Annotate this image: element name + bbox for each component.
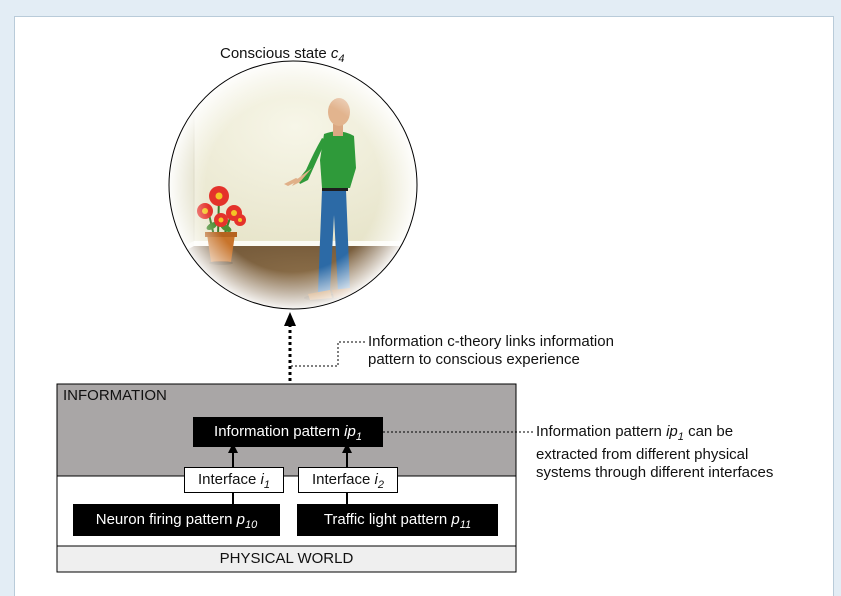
theory-note: Information c-theory links information p… [368, 333, 614, 368]
information-pattern-box: Information pattern ip1 [193, 417, 383, 447]
interface-2-box: Interface i2 [298, 467, 398, 493]
interface-1-box: Interface i1 [184, 467, 284, 493]
theory-note-leader [291, 341, 366, 367]
neuron-firing-pattern-box: Neuron firing pattern p10 [73, 504, 280, 536]
conscious-state-title: Conscious state c4 [220, 45, 345, 65]
information-layer-label: INFORMATION [63, 387, 167, 404]
physical-layer-label: PHYSICAL WORLD [219, 550, 354, 567]
information-pattern-note: Information pattern ip1 can be extracted… [536, 423, 774, 481]
conscious-state-circle [168, 60, 418, 310]
physical-layer-band [56, 545, 517, 573]
traffic-light-pattern-box: Traffic light pattern p11 [297, 504, 498, 536]
interface-arrows [228, 443, 352, 504]
